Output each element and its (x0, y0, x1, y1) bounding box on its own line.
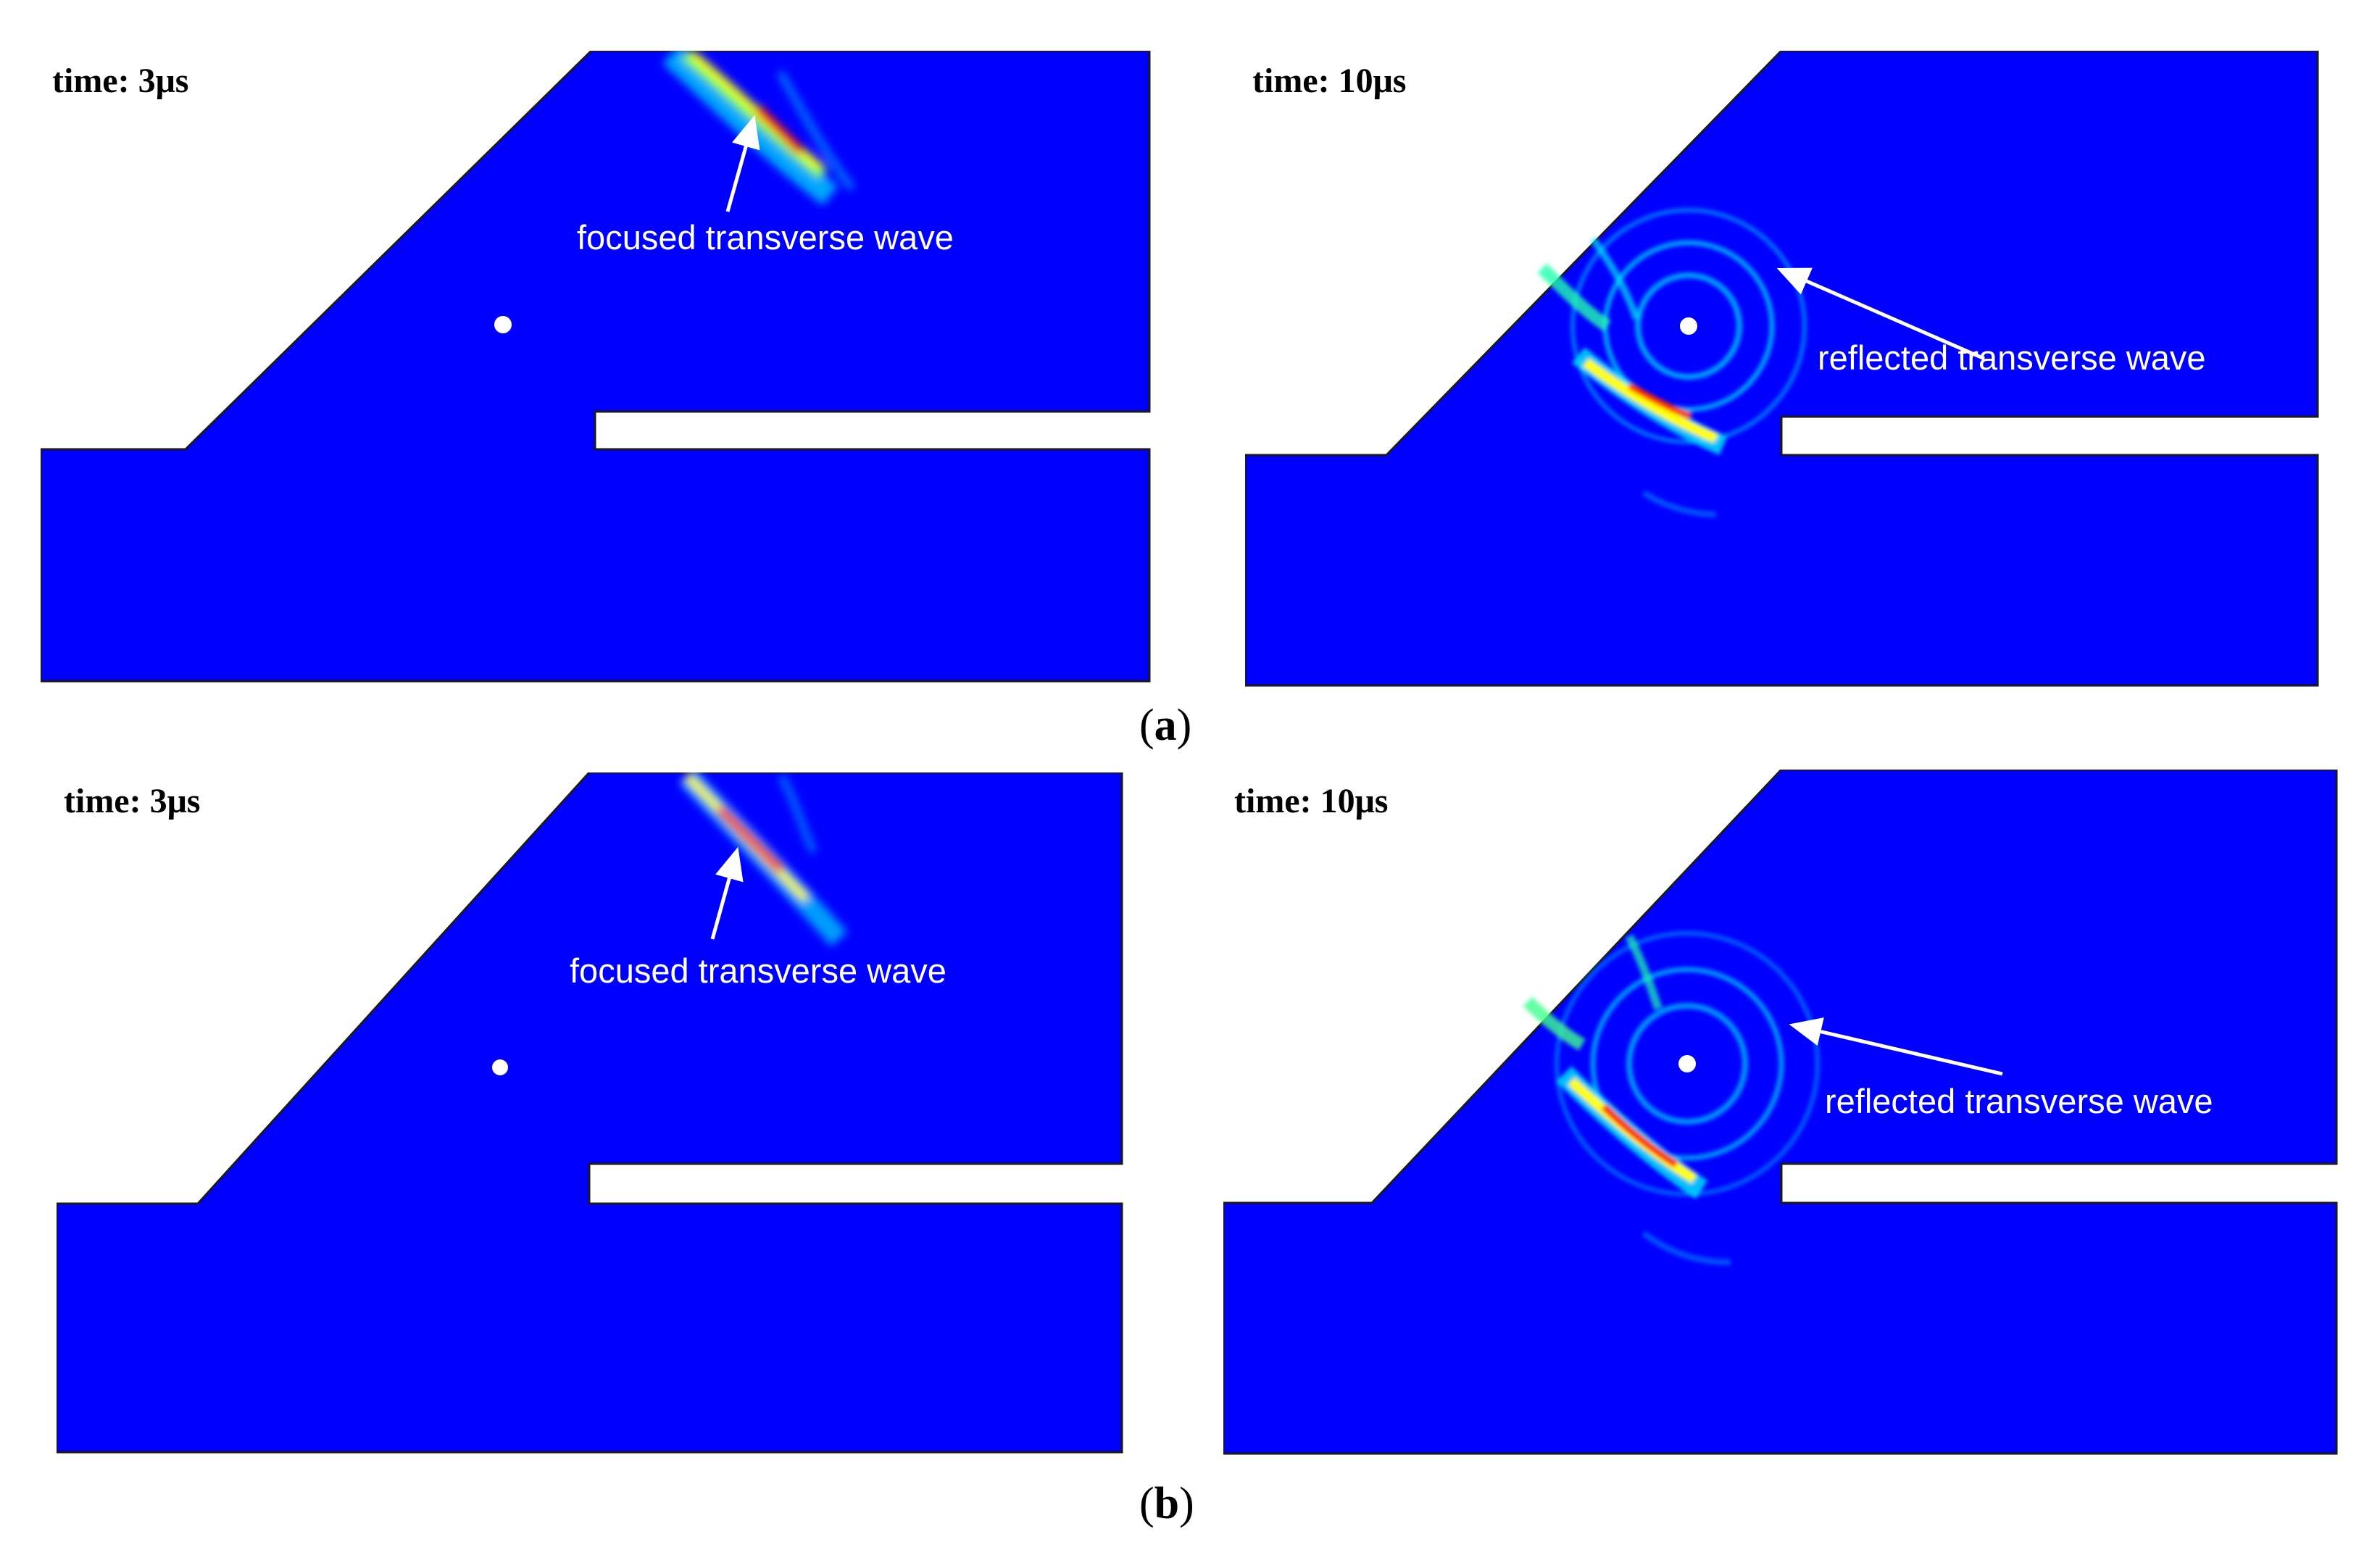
annotation-label: reflected transverse wave (1825, 1082, 2213, 1120)
time-label: time: 10μs (1234, 782, 1389, 820)
wave-field (1523, 931, 1820, 1265)
wave-field (678, 772, 848, 946)
time-label: time: 10μs (1252, 62, 1407, 100)
specimen-body (1245, 51, 2319, 687)
specimen-body (1223, 770, 2338, 1455)
annotation-label: reflected transverse wave (1818, 338, 2206, 377)
specimen-body (41, 51, 1151, 683)
annotation-arrow (1789, 1017, 2003, 1076)
time-label: time: 3μs (64, 782, 201, 820)
panel-b-3us: time: 3μs focused transverse wave (57, 772, 1126, 1461)
panel-a-3us: time: 3μs focused transverse wave (41, 51, 1157, 688)
annotation-arrow (710, 846, 744, 940)
panel-a-10us: time: 10μs reflected transverse wave (1245, 51, 2325, 691)
annotation-arrow (725, 114, 760, 212)
panel-b-10us: time: 10μs reflected transverse wave (1223, 770, 2339, 1458)
annotation-label: focused transverse wave (570, 951, 946, 990)
time-label: time: 3μs (52, 62, 189, 100)
subfigure-label-b: (b) (1139, 1479, 1194, 1528)
wave-field (1537, 208, 1807, 517)
specimen-body (57, 772, 1123, 1454)
defect-hole (1680, 317, 1697, 335)
annotation-arrow (1776, 267, 1986, 361)
defect-hole (1678, 1055, 1696, 1072)
defect-hole (492, 1059, 508, 1075)
defect-hole (494, 316, 512, 333)
annotation-label: focused transverse wave (577, 218, 954, 257)
subfigure-label-a: (a) (1139, 701, 1192, 750)
